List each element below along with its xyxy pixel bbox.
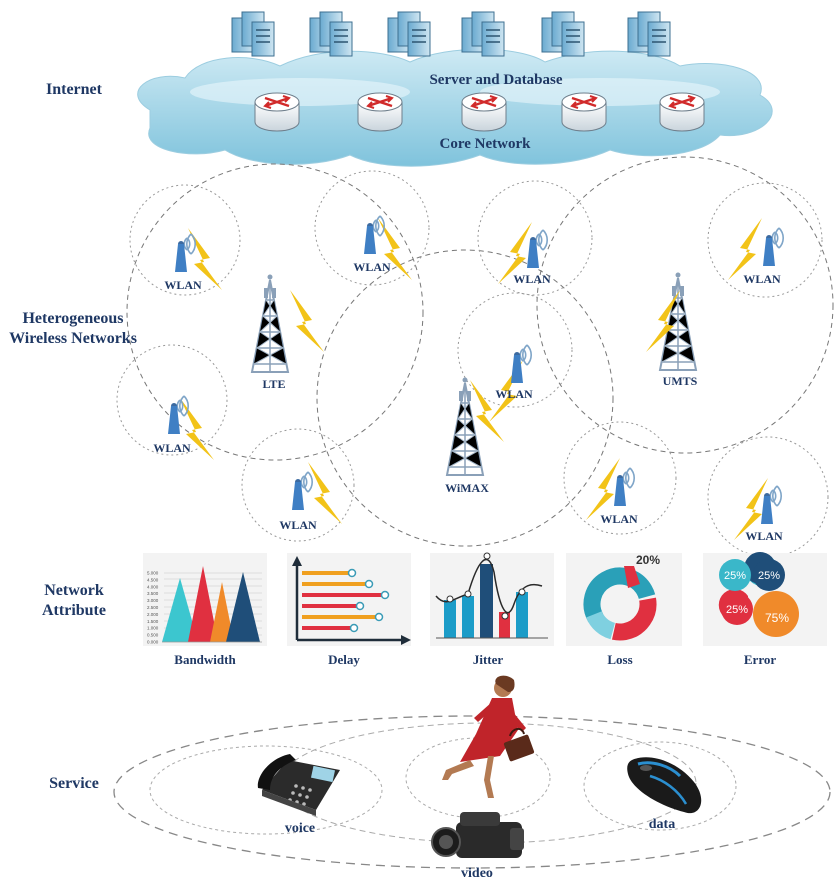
wlan-label: WLAN (153, 441, 191, 455)
wlan-label: WLAN (495, 387, 533, 401)
server-icon (309, 11, 353, 57)
signal-bolt-icon (586, 458, 620, 520)
signal-bolt-icon (290, 290, 324, 352)
wlan-label: WLAN (743, 272, 781, 286)
computer-mouse-icon (627, 757, 702, 814)
jitter-chart-icon (430, 552, 554, 646)
server-icon (387, 11, 431, 57)
bandwidth-tick-label: 0.000 (147, 640, 159, 645)
wlan-access-point-icon (613, 467, 636, 507)
layer-label-hetnet: Heterogeneous Wireless Networks (9, 310, 137, 347)
service-label-video: video (461, 866, 493, 881)
bandwidth-tick-label: 4.500 (147, 577, 159, 582)
lte-label: LTE (263, 377, 286, 391)
attribute-label-jitter: Jitter (472, 652, 504, 667)
service-label-voice: voice (285, 821, 315, 836)
wlan-access-point-icon (762, 227, 785, 267)
wlan-label: WLAN (279, 518, 317, 532)
wlan-access-point-icon (291, 471, 314, 511)
umts-tower-icon (659, 271, 697, 371)
server-icon (461, 11, 505, 57)
attribute-label-bandwidth: Bandwidth (174, 652, 236, 667)
wlan-access-point-icon (167, 395, 190, 435)
wlan-access-point-icon (174, 233, 197, 273)
camcorder-icon (431, 812, 524, 858)
router-icon (356, 91, 404, 133)
error-badge-value: 25% (758, 570, 780, 582)
wlan-access-point-icon (363, 215, 386, 255)
attribute-label-loss: Loss (607, 652, 633, 667)
delay-chart-icon (287, 553, 411, 646)
wlan-label: WLAN (353, 260, 391, 274)
businesswoman-icon (442, 675, 535, 798)
wlan-access-point-icon (526, 229, 549, 269)
bandwidth-tick-label: 1.000 (147, 626, 159, 631)
umts-label: UMTS (663, 374, 698, 388)
server-icon (627, 11, 671, 57)
wlan-label: WLAN (600, 512, 638, 526)
router-icon (658, 91, 706, 133)
signal-bolt-icon (728, 218, 762, 280)
router-icon (560, 91, 608, 133)
bandwidth-tick-label: 3.000 (147, 598, 159, 603)
layer-label-internet: Internet (46, 81, 102, 98)
bandwidth-tick-label: 1.500 (147, 619, 159, 624)
server-icon (231, 11, 275, 57)
layer-label-service: Service (49, 775, 99, 792)
bandwidth-tick-label: 2.000 (147, 612, 159, 617)
wlan-label: WLAN (513, 272, 551, 286)
lte-tower-icon (251, 273, 289, 373)
bandwidth-tick-label: 5.000 (147, 571, 159, 576)
bandwidth-tick-label: 4.000 (147, 584, 159, 589)
attribute-label-error: Error (743, 652, 777, 667)
coverage-circles (116, 156, 834, 558)
router-icon (460, 91, 508, 133)
bandwidth-tick-label: 3.500 (147, 591, 159, 596)
server-icon (541, 11, 585, 57)
wlan-access-point-icon (760, 485, 783, 525)
error-badge-value: 75% (765, 611, 789, 625)
error-chart-icon: 25% 25% 25% 75% (703, 551, 827, 646)
internet-cloud (137, 48, 773, 167)
layer-label-attribute: Network Attribute (42, 582, 106, 619)
error-badge-value: 25% (724, 570, 746, 582)
router-icon (253, 91, 301, 133)
bandwidth-tick-label: 0.500 (147, 633, 159, 638)
service-label-data: data (649, 817, 675, 832)
desk-phone-icon (257, 754, 340, 816)
wlan-label: WLAN (745, 529, 783, 543)
core-network-label: Core Network (440, 136, 532, 152)
bandwidth-tick-label: 2.500 (147, 605, 159, 610)
loss-highlight-value: 20% (636, 553, 660, 567)
loss-chart-icon: 20% (566, 553, 682, 646)
error-badge-value: 25% (726, 604, 748, 616)
wlan-label: WLAN (164, 278, 202, 292)
wimax-label: WiMAX (445, 481, 489, 495)
attribute-label-delay: Delay (328, 652, 360, 667)
servers-label: Server and Database (429, 72, 562, 88)
